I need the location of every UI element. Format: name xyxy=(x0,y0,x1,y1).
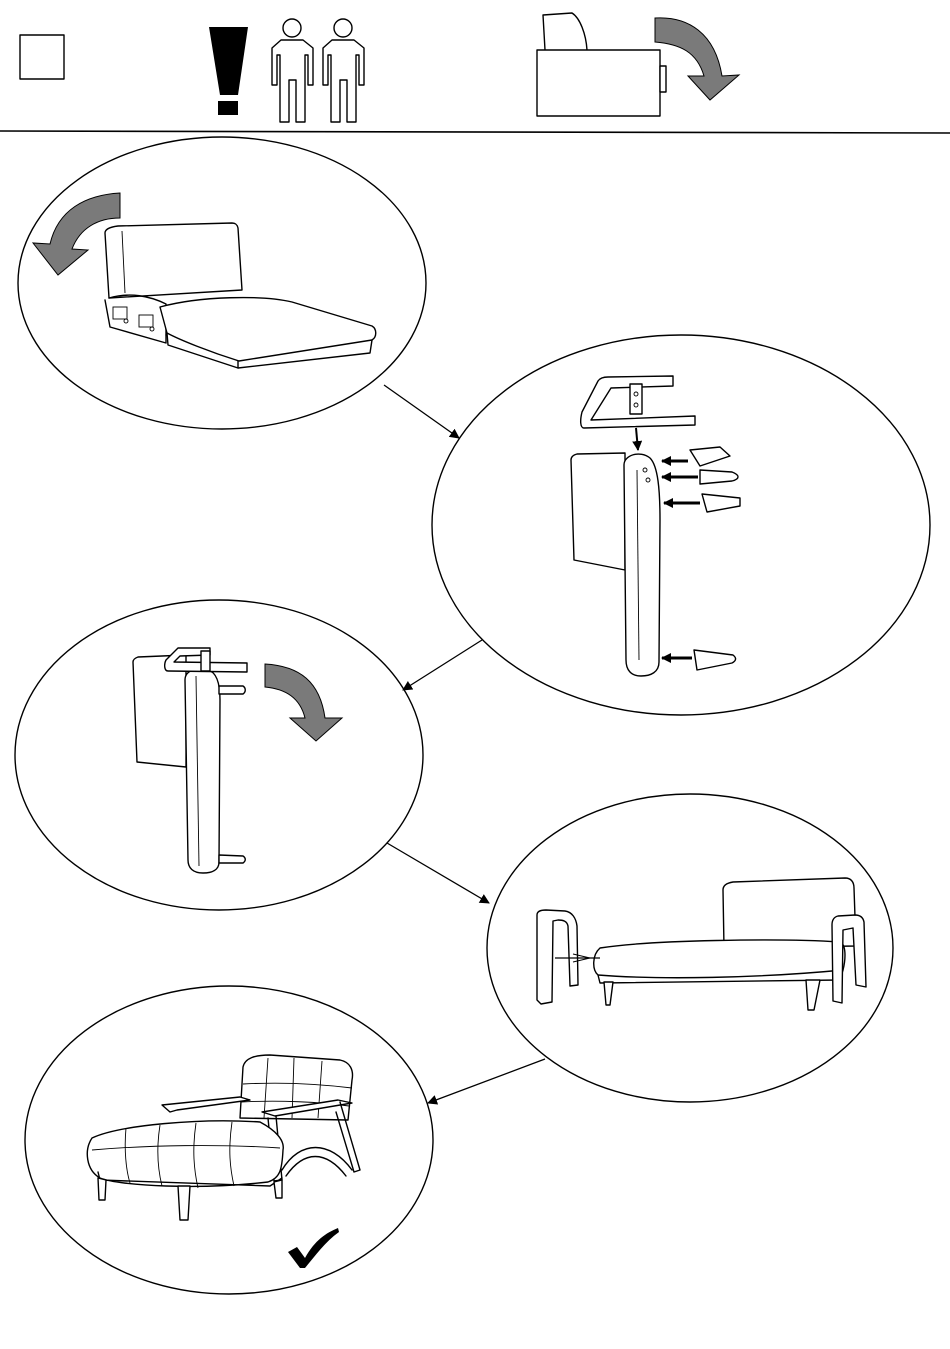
step-4-armrest-insert xyxy=(487,794,893,1102)
warning-icon xyxy=(209,27,248,115)
two-persons-icon xyxy=(272,19,364,122)
person-icon xyxy=(272,19,313,122)
header xyxy=(0,13,950,133)
step-1-chaise-tilt xyxy=(18,137,426,429)
metal-fitting-icon xyxy=(113,307,154,331)
step-3-armrest-rotate xyxy=(15,600,423,910)
rotate-arrow-icon xyxy=(265,664,342,741)
header-divider xyxy=(0,131,950,133)
step-2-armrest-legs xyxy=(432,335,930,715)
checkbox-icon xyxy=(20,35,64,79)
step-connector-arrow xyxy=(384,385,459,438)
step-connector-arrow xyxy=(428,1059,545,1103)
step-connector-arrow xyxy=(403,640,482,690)
box-rotate-icon xyxy=(537,13,739,116)
step-connector-arrow xyxy=(387,843,489,903)
rotate-arrow-icon xyxy=(655,18,739,100)
person-icon xyxy=(323,19,364,122)
insert-arrow-icon xyxy=(636,428,638,450)
checkmark-icon xyxy=(288,1228,339,1268)
step-5-finished xyxy=(25,986,433,1294)
